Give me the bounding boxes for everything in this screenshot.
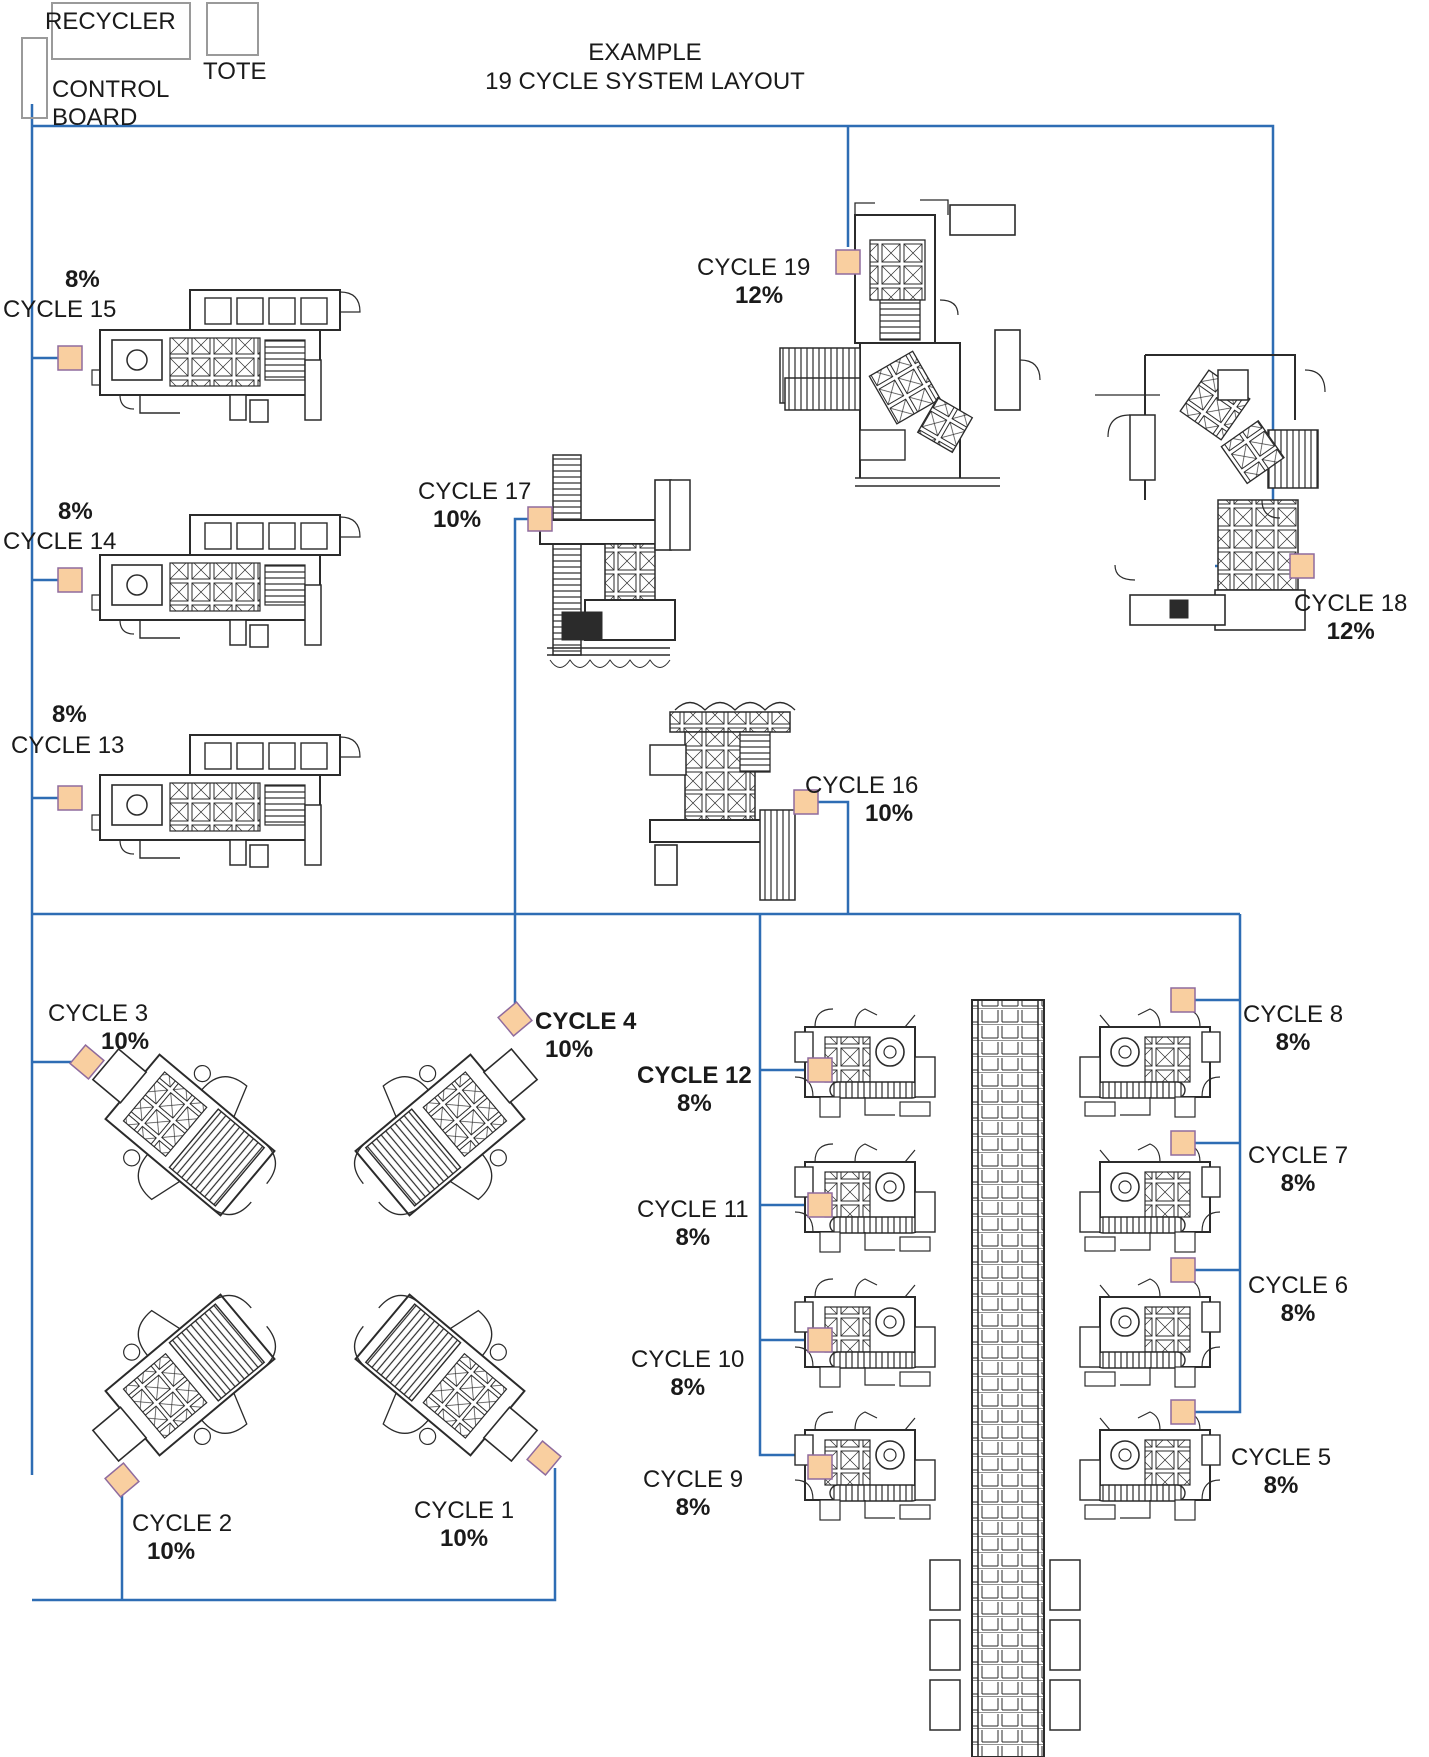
connector-cycle-15 [57,345,83,371]
connector-cycle-19 [835,249,861,275]
cycle-19-label: CYCLE 19 12% [697,254,811,309]
cycle-10-label: CYCLE 10 8% [631,1346,745,1401]
machine-cycle-8 [1079,1008,1221,1118]
connectors [57,249,1315,1498]
cycle-17-label: CYCLE 17 10% [418,478,532,533]
connector-cycle-10 [807,1327,833,1353]
tote-box [206,2,259,56]
recycler-label: RECYCLER [45,8,176,35]
diagram-title: EXAMPLE 19 CYCLE SYSTEM LAYOUT [420,38,870,96]
cycle-9-label: CYCLE 9 8% [643,1466,744,1521]
title-line-1: EXAMPLE [588,39,702,66]
cycle-5-label: CYCLE 5 8% [1231,1444,1332,1499]
cycle-4-label: CYCLE 4 10% [535,1008,637,1063]
connector-cycle-8 [1170,987,1196,1013]
cycle-2-label: CYCLE 2 10% [132,1510,233,1565]
machine-cycle-13 [91,734,361,868]
cycle-13-percent: 8% [52,701,87,728]
connector-cycle-9 [807,1454,833,1480]
cycle-13-label: CYCLE 13 [11,732,125,759]
connector-cycle-1 [526,1440,562,1476]
connector-cycle-4 [497,1001,533,1037]
connector-cycle-13 [57,785,83,811]
tote-label: TOTE [203,58,267,85]
machine-cycle-18 [1095,354,1326,631]
central-conveyor [929,999,1081,1757]
control-board-line-2: BOARD [52,104,138,131]
cycle-14-label: CYCLE 14 [3,528,117,555]
cycle-18-label: CYCLE 18 12% [1294,590,1408,645]
connector-cycle-14 [57,567,83,593]
connector-cycle-6 [1170,1257,1196,1283]
cycle-15-label: CYCLE 15 [3,296,117,323]
cycle-7-label: CYCLE 7 8% [1248,1142,1349,1197]
cycle-3-label: CYCLE 3 10% [48,1000,150,1055]
recycler-box [51,2,191,60]
cycle-1-label: CYCLE 1 10% [414,1497,515,1552]
cycle-11-label: CYCLE 11 8% [637,1196,749,1251]
machine-cycle-15 [91,289,361,423]
connector-cycle-11 [807,1192,833,1218]
connector-cycle-12 [807,1057,833,1083]
machine-cycle-7 [1079,1143,1221,1253]
connector-cycle-18 [1289,553,1315,579]
cycle-16-label: CYCLE 16 10% [805,772,919,827]
machine-cycle-2 [57,1259,308,1504]
cycle-12-label: CYCLE 12 8% [637,1062,752,1117]
control-board-label: CONTROL BOARD [52,76,169,132]
machine-cycle-17 [539,454,691,668]
machine-cycle-5 [1079,1411,1221,1521]
machine-cycle-6 [1079,1278,1221,1388]
machine-cycle-19 [779,199,1041,487]
connector-cycle-5 [1170,1399,1196,1425]
control-board-line-1: CONTROL [52,76,170,103]
machine-cycle-16 [649,701,796,901]
cycle-6-label: CYCLE 6 8% [1248,1272,1349,1327]
connector-cycle-7 [1170,1130,1196,1156]
connector-cycle-16 [793,789,819,815]
connector-cycle-3 [69,1044,105,1080]
cycle-8-label: CYCLE 8 8% [1243,1001,1344,1056]
control-board-box [21,37,48,119]
machine-cycle-14 [91,514,361,648]
connector-cycle-17 [527,506,553,532]
cycle-14-percent: 8% [58,498,93,525]
title-line-2: 19 CYCLE SYSTEM LAYOUT [485,68,805,95]
connector-cycle-2 [104,1462,140,1498]
cycle-15-percent: 8% [65,266,100,293]
